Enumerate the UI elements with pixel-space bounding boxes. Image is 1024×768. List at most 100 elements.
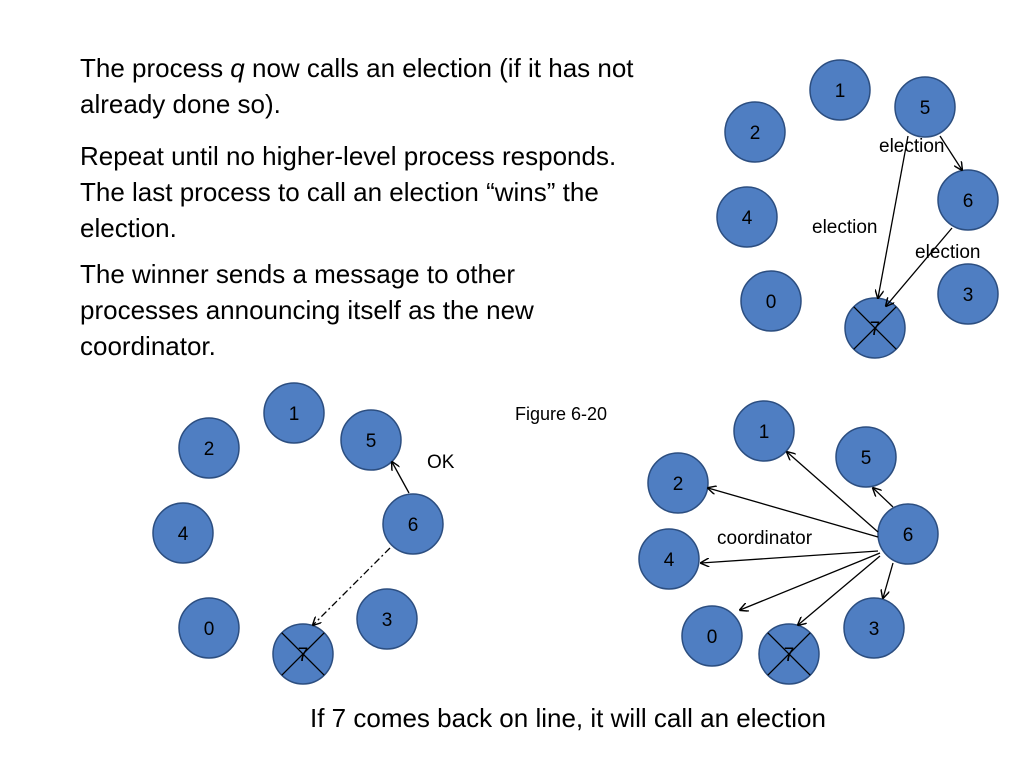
- process-node-7: 7: [758, 623, 820, 685]
- node-label: 4: [178, 524, 189, 545]
- node-circle: [894, 76, 956, 138]
- node-label: 5: [920, 98, 931, 119]
- process-node-4: 4: [152, 502, 214, 564]
- message-arrow: [886, 227, 953, 306]
- message-label: coordinator: [717, 528, 813, 549]
- message-arrow: [313, 547, 391, 625]
- process-node-0: 0: [681, 605, 743, 667]
- process-node-3: 3: [843, 597, 905, 659]
- process-node-7: 7: [272, 623, 334, 685]
- message-label: election: [879, 136, 945, 157]
- node-circle: [724, 101, 786, 163]
- node-label: 2: [673, 474, 684, 495]
- crash-mark: [281, 632, 325, 676]
- node-circle: [877, 503, 939, 565]
- process-node-1: 1: [809, 59, 871, 121]
- message-arrow: [878, 135, 909, 298]
- process-node-6: 6: [937, 169, 999, 231]
- node-circle: [263, 382, 325, 444]
- process-node-1: 1: [733, 400, 795, 462]
- node-label: 1: [289, 404, 300, 425]
- node-circle: [733, 400, 795, 462]
- process-node-0: 0: [740, 270, 802, 332]
- message-arrow: [939, 135, 962, 170]
- process-node-2: 2: [724, 101, 786, 163]
- node-circle: [843, 597, 905, 659]
- ok-diagram: 1 5 2 6 4 3 0 7 OK: [152, 382, 455, 685]
- node-label: 4: [664, 550, 675, 571]
- node-label: 6: [903, 525, 914, 546]
- process-node-2: 2: [647, 452, 709, 514]
- message-arrow: [708, 488, 879, 538]
- node-circle: [835, 426, 897, 488]
- crash-mark: [853, 306, 897, 350]
- message-label: election: [915, 242, 981, 263]
- node-label: 1: [759, 422, 770, 443]
- process-node-2: 2: [178, 417, 240, 479]
- paragraph-winner: The winner sends a message to other proc…: [80, 259, 534, 361]
- node-circle: [340, 409, 402, 471]
- node-label: 6: [408, 515, 419, 536]
- node-label: 7: [870, 319, 881, 340]
- node-label: 1: [835, 81, 846, 102]
- election-diagram: 1 5 2 6 4 3 0 7 election election election: [716, 59, 999, 359]
- process-node-6: 6: [877, 503, 939, 565]
- paragraph-text: The process: [80, 53, 231, 83]
- message-arrow: [701, 550, 879, 563]
- process-node-0: 0: [178, 597, 240, 659]
- process-node-6: 6: [382, 493, 444, 555]
- node-label: 5: [366, 431, 377, 452]
- paragraph-election-call: The process q now calls an election (if …: [80, 50, 640, 122]
- message-arrow: [392, 462, 410, 494]
- node-label: 3: [869, 619, 880, 640]
- node-circle: [937, 169, 999, 231]
- node-circle: [740, 270, 802, 332]
- process-node-1: 1: [263, 382, 325, 444]
- process-node-5: 5: [835, 426, 897, 488]
- message-label: election: [812, 217, 878, 238]
- process-node-5: 5: [894, 76, 956, 138]
- node-circle: [716, 186, 778, 248]
- paragraph-text: now calls an election (if it has not alr…: [80, 53, 634, 119]
- node-label: 0: [766, 292, 777, 313]
- node-label: 3: [963, 285, 974, 306]
- figure-caption: Figure 6-20: [515, 404, 607, 424]
- process-variable: q: [230, 53, 245, 83]
- message-label: OK: [427, 452, 455, 473]
- message-arrow: [787, 452, 879, 533]
- node-label: 0: [707, 627, 718, 648]
- node-label: 5: [861, 448, 872, 469]
- node-label: 4: [742, 208, 753, 229]
- node-label: 7: [298, 645, 309, 666]
- node-label: 2: [204, 439, 215, 460]
- process-node-5: 5: [340, 409, 402, 471]
- node-label: 0: [204, 619, 215, 640]
- node-label: 2: [750, 123, 761, 144]
- node-circle: [152, 502, 214, 564]
- node-circle: [382, 493, 444, 555]
- process-node-3: 3: [356, 588, 418, 650]
- process-node-4: 4: [716, 186, 778, 248]
- paragraph-repeat: Repeat until no higher-level process res…: [80, 141, 617, 243]
- message-arrow: [798, 555, 881, 625]
- process-node-7: 7: [844, 297, 906, 359]
- process-node-3: 3: [937, 263, 999, 325]
- node-circle: [356, 588, 418, 650]
- node-circle: [638, 528, 700, 590]
- node-circle: [178, 417, 240, 479]
- node-label: 6: [963, 191, 974, 212]
- crash-mark: [767, 632, 811, 676]
- coordinator-diagram: 1 5 2 6 4 3 0 7 coordinator: [638, 400, 939, 685]
- message-arrow: [873, 488, 894, 508]
- node-circle: [937, 263, 999, 325]
- message-arrow: [740, 552, 881, 610]
- node-label: 3: [382, 610, 393, 631]
- message-arrow: [883, 562, 894, 598]
- node-circle: [681, 605, 743, 667]
- footer-note: If 7 comes back on line, it will call an…: [310, 703, 826, 733]
- node-circle: [809, 59, 871, 121]
- process-node-4: 4: [638, 528, 700, 590]
- node-circle: [647, 452, 709, 514]
